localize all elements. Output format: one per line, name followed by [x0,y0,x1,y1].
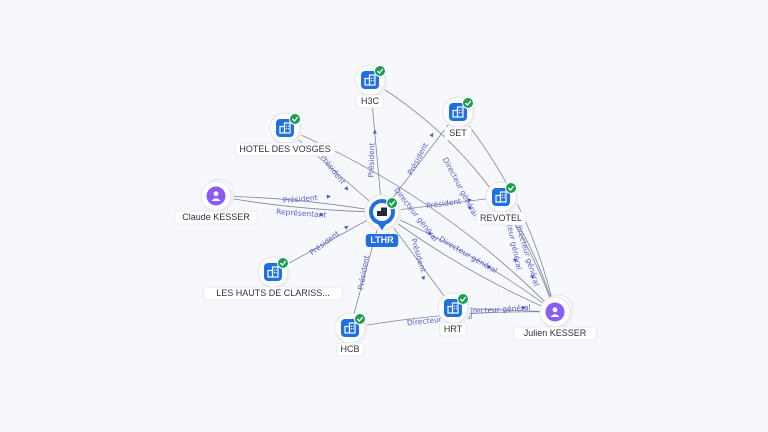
building-icon [452,106,464,118]
node-label-bg [234,142,336,157]
edge-claude-lthr [215,195,383,213]
edge-arrow [467,205,472,211]
edge-claude-lthr [215,195,383,213]
node-label: HOTEL DES VOSGES [239,144,330,154]
person-icon [550,307,560,317]
node-hotel_vosges[interactable]: HOTEL DES VOSGES [234,112,336,157]
edge-label: Directeur général [465,303,531,317]
pin-tip [377,223,387,230]
building-icon [279,122,291,134]
node-label-bg [356,94,384,109]
node-label-bg [513,326,597,341]
edge-arrow [429,132,434,138]
edge-label: Président [319,153,348,186]
building-icon [377,207,387,216]
node-label: Julien KESSER [524,328,587,338]
edge-label: Président [426,197,462,211]
node-label: SET [449,128,467,138]
building-icon [447,302,459,314]
check-icon [457,293,469,305]
building-icon [344,322,356,334]
node-julien[interactable]: Julien KESSER [513,294,597,341]
edge-arrow [326,194,331,199]
node-label: H3C [361,96,380,106]
building-icon [364,74,376,86]
node-label-bg [475,211,526,226]
edge-arrow [513,258,517,263]
nodes-layer: LTHR H3C SET HOTEL DES VOSGES REVOTEL Claude … [174,64,597,357]
node-label-bg [203,286,343,301]
edge-arrow [421,275,425,281]
edge-arrow [319,212,324,217]
node-label-bg [439,322,467,337]
building-icon [267,266,279,278]
edge-arrow [486,264,492,269]
node-hauts[interactable]: LES HAUTS DE CLARISS... [203,256,343,301]
node-claude[interactable]: Claude KESSER [174,178,258,225]
node-revotel[interactable]: REVOTEL [475,181,526,226]
edge-label: Directeur général [441,156,480,218]
node-label-bg [444,126,472,141]
node-label: HCB [340,344,359,354]
person-icon [211,191,221,201]
node-label: REVOTEL [480,213,522,223]
center-label-bg [365,234,399,247]
edge-arrow [521,305,526,310]
check-icon [289,113,301,125]
edge-label: Président [356,254,371,290]
node-lthr[interactable]: LTHR [364,194,402,247]
edge-arrow [343,225,349,230]
edge-arrow [372,129,377,134]
node-hcb[interactable]: HCB [334,312,368,357]
edge-arrow [344,186,349,191]
node-label: LTHR [370,235,394,245]
node-label: Claude KESSER [182,212,250,222]
node-label: LES HAUTS DE CLARISS... [216,288,330,298]
check-icon [374,65,386,77]
node-label: HRT [444,324,463,334]
edge-julien-lthr [381,211,556,313]
edge-arrow [427,231,432,236]
edge-label: Président [366,142,376,177]
node-label-bg [174,210,258,225]
edge-julien-h3c [369,79,556,313]
edge-julien-lthr [381,211,556,313]
check-icon [386,197,398,209]
node-hrt[interactable]: HRT [437,292,471,337]
edge-arrow [530,274,534,280]
check-icon [505,182,517,194]
check-icon [354,313,366,325]
edge-arrow [467,198,472,203]
node-h3c[interactable]: H3C [354,64,388,109]
node-label-bg [336,342,364,357]
check-icon [277,257,289,269]
edge-label: Président [406,141,430,176]
check-icon [462,97,474,109]
node-set[interactable]: SET [442,96,476,141]
edge-label: Président [308,229,341,257]
edge-label: Représentant [276,207,327,219]
edge-label: Président [282,193,318,205]
building-icon [495,191,507,203]
edge-julien-set [457,111,556,313]
